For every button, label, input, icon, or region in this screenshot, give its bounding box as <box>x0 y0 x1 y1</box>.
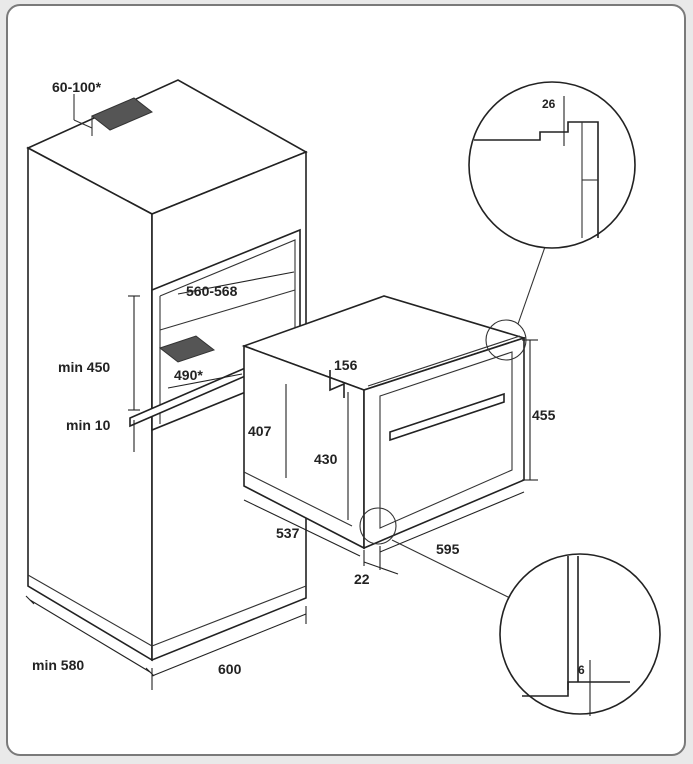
niche-inner-edge <box>159 239 296 366</box>
label-vent-angle: 60-100* <box>52 79 102 95</box>
cabinet-dimensions <box>25 271 307 690</box>
detail-bottom-floor <box>522 681 630 697</box>
cabinet <box>26 79 308 662</box>
label-oven-430: 430 <box>314 451 338 467</box>
niche-vent <box>158 335 216 363</box>
oven-base-line <box>243 471 353 527</box>
label-min-gap: min 10 <box>66 417 111 433</box>
oven-dimensions <box>243 339 538 575</box>
detail-circle-bottom <box>499 553 661 715</box>
detail-callouts <box>359 81 661 716</box>
top-vent <box>91 97 153 131</box>
callout-circle-top <box>485 319 527 361</box>
callout-leader-top <box>517 243 547 325</box>
detail-circle-top <box>468 81 636 249</box>
label-niche-depth: 490* <box>174 367 203 383</box>
callout-leader-bottom <box>391 539 511 599</box>
dim-600-line <box>151 613 307 677</box>
label-oven-455: 455 <box>532 407 556 423</box>
vent-leader-2 <box>73 119 93 129</box>
label-niche-width: 560-568 <box>186 283 238 299</box>
detail-top-profile <box>474 121 599 238</box>
niche-shelf-line <box>159 289 296 331</box>
dim-22-line <box>363 561 399 575</box>
oven-front-inset <box>379 351 513 529</box>
dimension-labels: 60-100* 560-568 490* min 450 min 10 min … <box>32 79 585 677</box>
dim-niche-width <box>177 271 295 295</box>
label-oven-407: 407 <box>248 423 272 439</box>
callout-circle-bottom <box>359 507 397 545</box>
label-cabinet-width: 600 <box>218 661 242 677</box>
oven-handle <box>389 392 505 442</box>
cabinet-plinth-line <box>27 574 307 647</box>
label-detail-6: 6 <box>578 663 585 677</box>
oven-control-strip <box>367 335 521 387</box>
cabinet-left-face <box>27 146 153 662</box>
label-niche-min-height: min 450 <box>58 359 110 375</box>
oven-bracket <box>329 370 345 398</box>
dim-min580-line <box>29 599 151 673</box>
dim-595-line <box>379 491 525 553</box>
label-oven-595: 595 <box>436 541 460 557</box>
dim-537-line <box>243 499 361 557</box>
label-oven-156: 156 <box>334 357 358 373</box>
label-detail-26: 26 <box>542 97 556 111</box>
dim-min580-tick-b <box>145 667 155 677</box>
dim-niche-depth <box>167 373 243 389</box>
label-cabinet-min-depth: min 580 <box>32 657 84 673</box>
oven <box>241 295 527 550</box>
label-oven-537: 537 <box>276 525 300 541</box>
dim-min580-tick-a <box>25 595 35 605</box>
label-front-offset: 22 <box>354 571 370 587</box>
